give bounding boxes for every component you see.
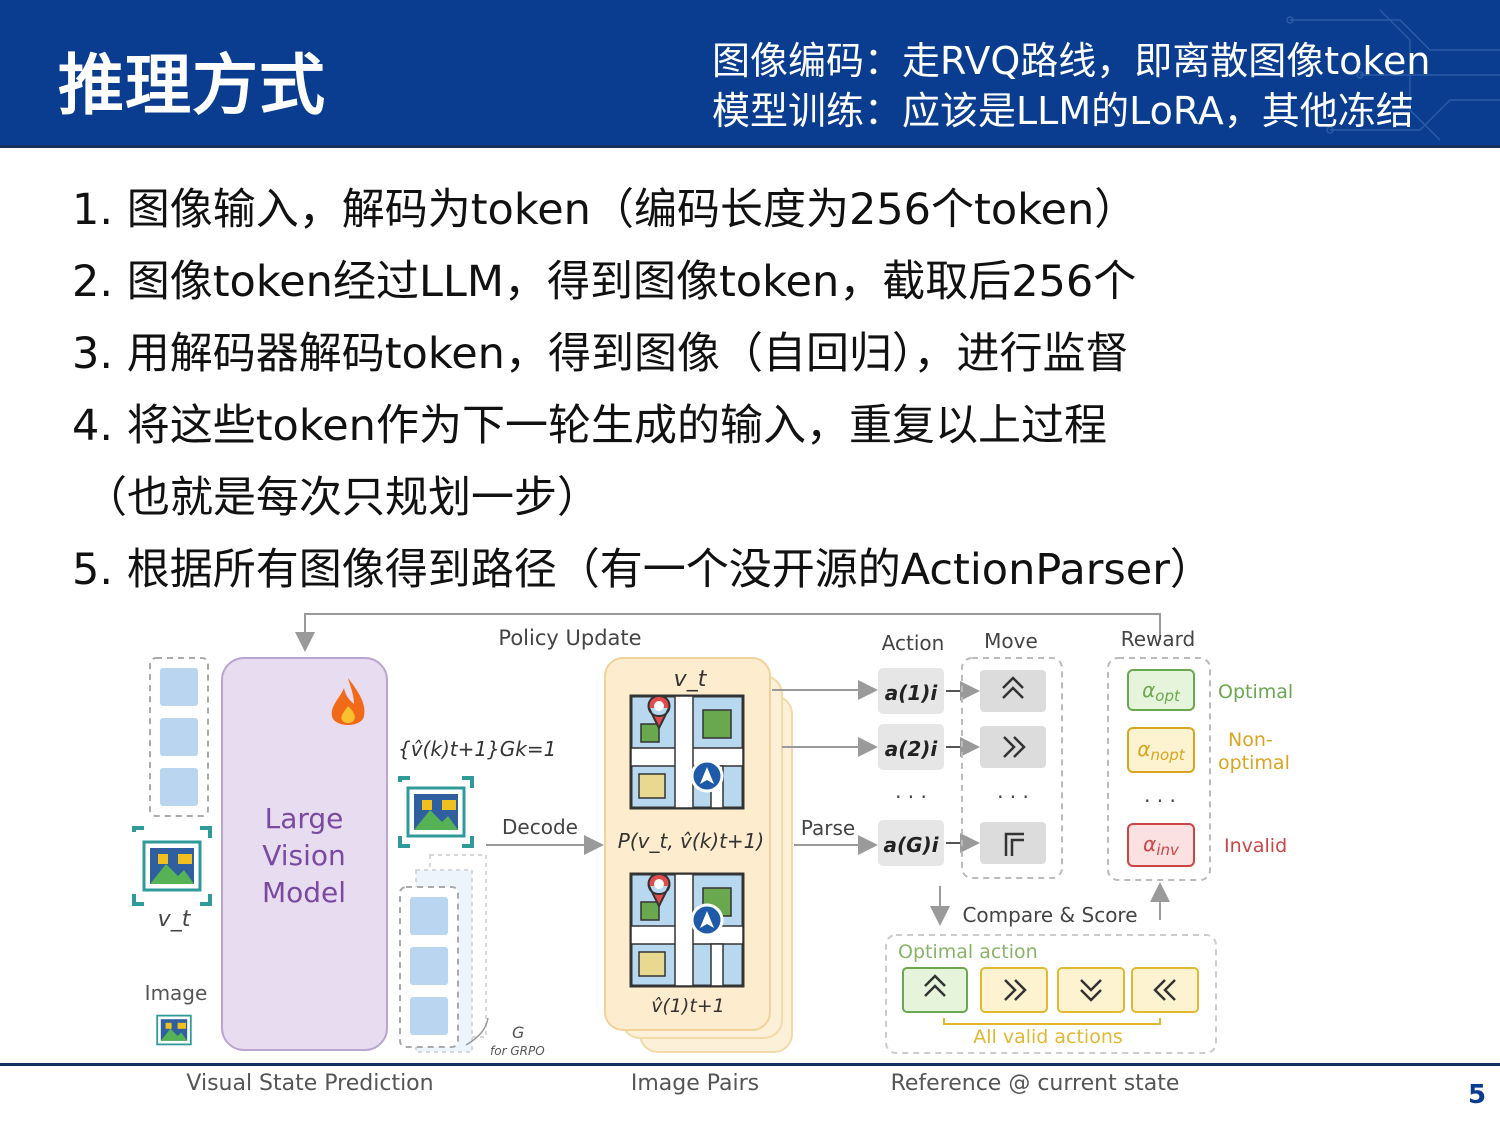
double-down-chevron-icon xyxy=(1080,979,1102,1002)
input-token xyxy=(160,768,198,806)
bullet-2: 2. 图像token经过LLM，得到图像token，截取后256个 xyxy=(72,257,1137,307)
circuit-decoration xyxy=(1286,9,1500,141)
optimal-action-box xyxy=(902,967,968,1013)
reward-ellipsis: . . . xyxy=(1144,783,1176,807)
page-number: 5 xyxy=(1468,1080,1487,1110)
predicted-state-image xyxy=(398,776,474,848)
large-vision-model-block xyxy=(221,657,388,1051)
flame-icon xyxy=(331,678,365,725)
page-title: 推理方式 xyxy=(58,47,326,124)
reward-column-header: Reward xyxy=(1121,627,1195,651)
input-token xyxy=(160,668,198,706)
compare-score-label: Compare & Score xyxy=(962,903,1137,927)
reward-invalid-box xyxy=(1127,823,1195,867)
double-up-chevron-icon xyxy=(924,974,946,997)
bullet-1: 1. 图像输入，解码为token（编码长度为256个token） xyxy=(72,185,1138,235)
bullet-4: 4. 将这些token作为下一轮生成的输入，重复以上过程 xyxy=(72,401,1107,451)
double-right-chevron-icon xyxy=(1003,736,1026,758)
output-token xyxy=(410,897,448,935)
parse-label: Parse xyxy=(801,816,855,840)
image-icon xyxy=(156,1014,192,1046)
lvm-line-3: Model xyxy=(262,876,346,909)
bullet-4-continued: （也就是每次只规划一步） xyxy=(84,473,600,523)
valid-actions-bracket xyxy=(943,1018,1161,1025)
double-right-chevron-icon xyxy=(1004,979,1027,1001)
reward-invalid-symbol: αinv xyxy=(1143,832,1180,859)
all-valid-actions-label: All valid actions xyxy=(973,1026,1123,1048)
reward-nonoptimal-label-1: Non- xyxy=(1228,729,1273,751)
action-box-2 xyxy=(878,724,944,770)
section-label-reference: Reference @ current state xyxy=(891,1071,1180,1096)
image-caption: Image xyxy=(145,981,208,1005)
subtitle-line-2: 模型训练：应该是LLM的LoRA，其他冻结 xyxy=(712,89,1414,133)
reward-nonoptimal-box xyxy=(1127,727,1195,773)
move-ellipsis: . . . xyxy=(997,779,1029,803)
section-label-image-pairs: Image Pairs xyxy=(631,1071,759,1096)
group-brace xyxy=(465,1017,489,1046)
group-label: G xyxy=(512,1023,524,1042)
output-token xyxy=(410,947,448,985)
sample-set-label: {v̂(k)t+1}Gk=1 xyxy=(398,737,556,761)
move-column-header: Move xyxy=(984,629,1038,653)
lvm-line-2: Vision xyxy=(262,839,346,872)
output-token xyxy=(410,997,448,1035)
bullet-3: 3. 用解码器解码token，得到图像（自回归），进行监督 xyxy=(72,329,1129,379)
pair-formula: P(v_t, v̂(k)t+1) xyxy=(618,829,764,853)
input-token-stack xyxy=(149,657,209,817)
action-column-header: Action xyxy=(882,631,945,655)
subtitle-line-1: 图像编码：走RVQ路线，即离散图像token xyxy=(712,39,1431,83)
pair-top-label: v_t xyxy=(674,667,708,692)
reward-nonoptimal-label-2: optimal xyxy=(1218,752,1290,774)
grpo-label: for GRPO xyxy=(490,1044,545,1058)
action-box-1 xyxy=(878,668,944,714)
decode-label: Decode xyxy=(502,815,578,839)
section-label-visual-state: Visual State Prediction xyxy=(186,1071,433,1096)
move-up-box xyxy=(980,670,1046,712)
header-rule xyxy=(0,145,1500,148)
action-ellipsis: . . . xyxy=(895,779,927,803)
title-bar: 推理方式 图像编码：走RVQ路线，即离散图像token 模型训练：应该是LLM的… xyxy=(0,0,1500,145)
action-box-g xyxy=(878,820,944,866)
policy-update-label: Policy Update xyxy=(498,626,641,650)
policy-update-arrow xyxy=(295,613,1161,652)
input-state-image xyxy=(132,826,212,906)
footer-rule xyxy=(0,1063,1500,1066)
current-map-image xyxy=(629,694,745,810)
reward-column xyxy=(1107,657,1211,881)
double-left-chevron-icon xyxy=(1153,979,1176,1001)
move-column xyxy=(961,657,1063,879)
pipeline-diagram: Policy Update v_t Image Large Vision Mod… xyxy=(132,613,1293,1096)
lvm-line-1: Large xyxy=(265,802,344,835)
next-map-image xyxy=(629,872,745,988)
optimal-action-label: Optimal action xyxy=(898,941,1038,963)
action-label-2: a(2)i xyxy=(885,737,939,761)
input-token xyxy=(160,718,198,756)
input-state-label: v_t xyxy=(158,907,192,932)
reward-optimal-box xyxy=(1127,669,1195,711)
reward-nonoptimal-symbol: αnopt xyxy=(1137,737,1185,764)
double-up-chevron-icon xyxy=(1002,676,1024,699)
reward-optimal-symbol: αopt xyxy=(1142,678,1181,705)
turn-corner-icon xyxy=(1004,832,1024,856)
action-label-1: a(1)i xyxy=(885,681,939,705)
reward-optimal-label: Optimal xyxy=(1218,681,1293,703)
pair-bottom-label: v̂(1)t+1 xyxy=(651,995,725,1017)
reward-invalid-label: Invalid xyxy=(1224,835,1287,857)
bullet-5: 5. 根据所有图像得到路径（有一个没开源的ActionParser） xyxy=(72,545,1213,595)
action-label-g: a(G)i xyxy=(883,833,939,857)
reference-action-panel xyxy=(885,934,1217,1054)
